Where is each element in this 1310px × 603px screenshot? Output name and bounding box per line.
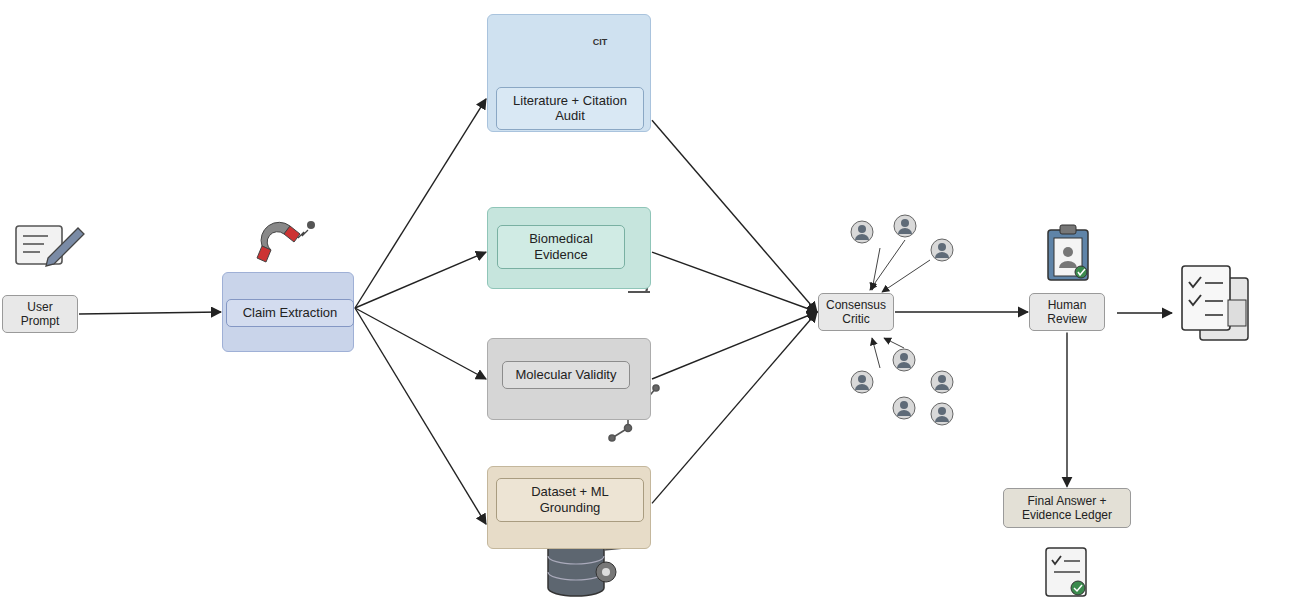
- flow-arrow: [355, 308, 486, 524]
- critic-box: Consensus Critic: [818, 293, 894, 332]
- flow-arrow: [355, 252, 486, 308]
- ledger-icon: [1046, 548, 1086, 596]
- answer-box: Final Answer + Evidence Ledger: [1003, 488, 1131, 529]
- node-label: Human Review: [1036, 298, 1098, 327]
- flow-arrow: [355, 308, 486, 379]
- person-icon: [931, 403, 953, 425]
- flow-arrow: [1066, 332, 1067, 486]
- node-label: Molecular Validity: [502, 361, 630, 389]
- icon-label: CIT: [593, 37, 608, 47]
- claim-box: Claim Extraction: [222, 272, 354, 352]
- flow-arrow: [652, 312, 817, 503]
- node-label: Final Answer + Evidence Ledger: [1012, 494, 1122, 523]
- mini-arrow: [872, 248, 880, 290]
- clipboard-icon: [1048, 225, 1088, 280]
- output-arrow: [1117, 312, 1172, 313]
- node-label: Claim Extraction: [226, 299, 354, 327]
- flow-arrow: [652, 252, 817, 312]
- mini-arrow: [882, 260, 930, 292]
- node-label: Consensus Critic: [825, 298, 887, 327]
- person-icon: [851, 221, 873, 243]
- person-icon: [931, 239, 953, 261]
- node-label: Literature + Citation Audit: [496, 87, 644, 130]
- dataset-box: Dataset + ML Grounding: [487, 466, 651, 549]
- review-box: Human Review: [1029, 293, 1105, 332]
- prompt-box: User Prompt: [2, 295, 78, 334]
- node-label: Biomedical Evidence: [497, 225, 625, 268]
- literature-box: Literature + Citation Audit: [487, 14, 651, 132]
- mini-arrow: [884, 338, 904, 348]
- person-icon: [931, 371, 953, 393]
- flow-arrow: [79, 312, 221, 314]
- prompt-icon: [16, 226, 84, 266]
- flow-arrow: [895, 311, 1028, 312]
- person-icon: [893, 397, 915, 419]
- person-icon: [893, 349, 915, 371]
- flow-arrow: [652, 312, 817, 379]
- mini-arrow: [870, 240, 905, 290]
- node-label: Dataset + ML Grounding: [496, 478, 644, 521]
- person-icon: [894, 215, 916, 237]
- mini-arrow: [872, 338, 880, 368]
- output-document-icon: [1182, 266, 1248, 340]
- molecular-box: Molecular Validity: [487, 338, 651, 420]
- flow-arrow: [652, 120, 817, 312]
- node-label: User Prompt: [9, 300, 71, 329]
- biomedical-box: Biomedical Evidence: [487, 207, 651, 289]
- flow-arrow: [355, 99, 486, 308]
- magnet-icon: [257, 221, 315, 262]
- person-icon: [851, 371, 873, 393]
